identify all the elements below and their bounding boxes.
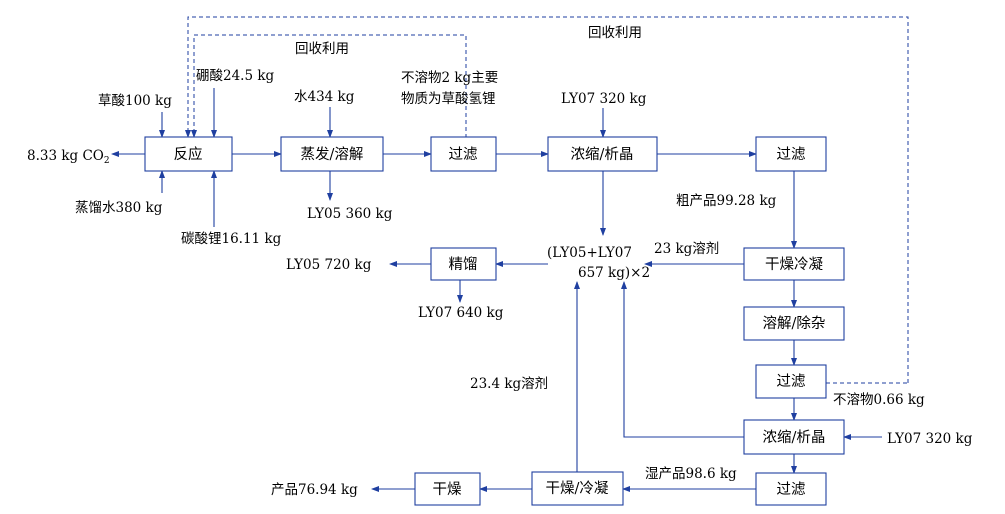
rectify-box [430, 247, 497, 281]
flow-lines [111, 88, 882, 492]
insoluble-label-line1: 不溶物2 kg主要 [401, 70, 498, 86]
concentrate-crystallize2-label: 浓缩/析晶 [763, 429, 826, 446]
filter4-box [755, 472, 827, 506]
concentrate-crystallize1-box [547, 136, 658, 172]
mix-label-line2: 657 kg)×2 [578, 265, 650, 281]
evap-dissolve-label: 蒸发/溶解 [301, 146, 364, 163]
boric-acid-label: 硼酸24.5 kg [196, 68, 275, 84]
filter1-label: 过滤 [449, 146, 478, 163]
ly07-in2-label: LY07 320 kg [887, 431, 973, 447]
oxalic-acid-label: 草酸100 kg [98, 93, 172, 109]
distilled-water-label: 蒸馏水380 kg [75, 200, 163, 216]
dry-label: 干燥 [433, 481, 462, 498]
lithium-carbonate-label: 碳酸锂16.11 kg [181, 231, 282, 247]
dry-box [414, 472, 481, 506]
dry-condense1-label: 干燥冷凝 [765, 256, 823, 273]
stream-labels: 回收利用 回收利用 草酸100 kg 硼酸24.5 kg 8.33 kg CO2… [27, 25, 973, 498]
mix-label-line1: (LY05+LY07 [547, 245, 632, 261]
filter2-label: 过滤 [777, 146, 806, 163]
co2-label: 8.33 kg CO2 [27, 148, 110, 166]
co2-subscript: 2 [104, 156, 110, 166]
recycle-lines [185, 16, 909, 384]
dissolve-purify-label: 溶解/除杂 [763, 315, 826, 332]
insoluble-label-line2: 物质为草酸氢锂 [401, 91, 496, 107]
filter1-box [430, 136, 497, 172]
dissolve-purify-box [743, 306, 845, 341]
ly07-640-label: LY07 640 kg [418, 305, 504, 321]
crude-product-label: 粗产品99.28 kg [676, 193, 777, 209]
filter2-box [755, 136, 827, 172]
insoluble-066-label: 不溶物0.66 kg [833, 392, 925, 408]
dry-condense2-box [531, 471, 624, 506]
concentrate-crystallize1-label: 浓缩/析晶 [571, 146, 634, 163]
solvent-23-label: 23 kg溶剂 [654, 241, 719, 257]
water-label: 水434 kg [294, 89, 355, 105]
rectify-label: 精馏 [449, 256, 478, 273]
box-labels: 反应 蒸发/溶解 过滤 浓缩/析晶 过滤 干燥冷凝 溶解/除杂 过滤 浓缩/析晶… [174, 145, 826, 498]
ly05-out-label: LY05 360 kg [307, 206, 393, 222]
product-label: 产品76.94 kg [271, 482, 358, 498]
recycle-outer-line [185, 16, 909, 383]
dry-condense1-box [743, 247, 845, 281]
dry-condense2-label: 干燥/冷凝 [546, 480, 609, 497]
reaction-box [144, 136, 233, 172]
filter3-label: 过滤 [777, 373, 806, 390]
process-boxes [144, 136, 845, 506]
ly07-in1-label: LY07 320 kg [561, 91, 647, 107]
concentrate-crystallize2-box [743, 419, 845, 455]
solvent-23-4-label: 23.4 kg溶剂 [470, 376, 548, 392]
ly05-720-label: LY05 720 kg [286, 257, 372, 273]
reaction-label: 反应 [174, 145, 203, 163]
filter4-label: 过滤 [777, 481, 806, 498]
recycle-inner-line [191, 34, 467, 138]
wet-product-label: 湿产品98.6 kg [645, 466, 737, 482]
co2-mass: 8.33 kg CO [27, 148, 104, 164]
concentrate2-to-mix-arrow [621, 281, 744, 438]
recycle-inner-label: 回收利用 [295, 41, 349, 57]
evap-dissolve-box [280, 136, 384, 172]
recycle-outer-label: 回收利用 [588, 25, 642, 41]
filter3-box [755, 364, 827, 399]
